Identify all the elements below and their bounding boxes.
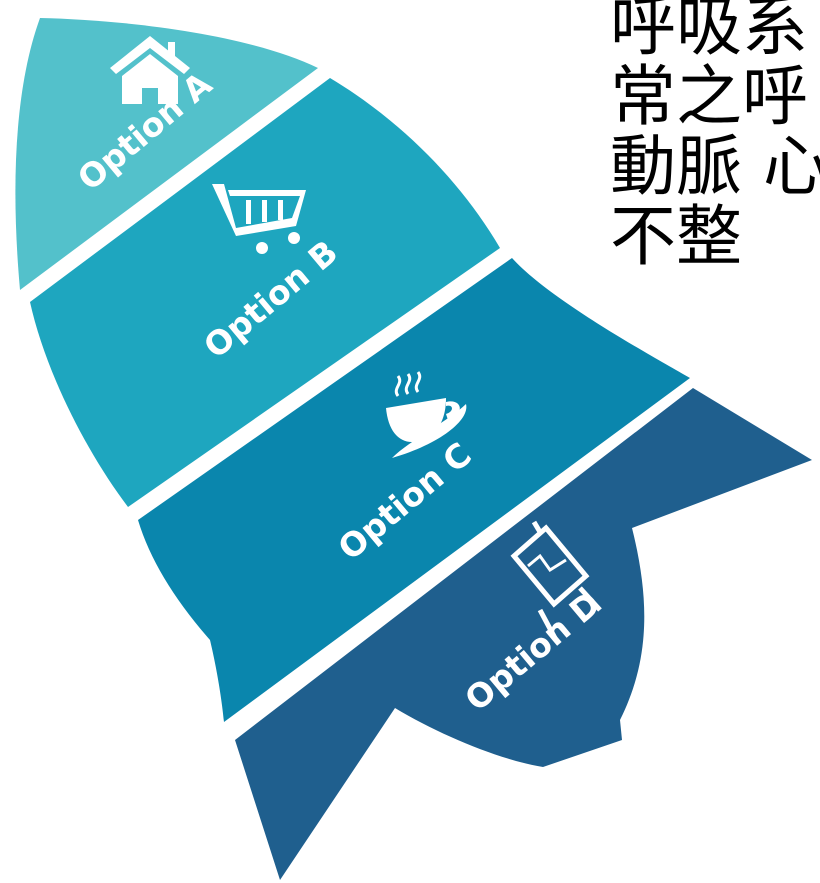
- shopping-cart-icon: [212, 184, 306, 254]
- segment-c: [138, 258, 690, 722]
- side-text-line: 呼吸系: [610, 0, 808, 65]
- side-text-block: 呼吸系 常之呼 動脈 心 不整: [610, 0, 820, 272]
- segment-a: [15, 18, 319, 290]
- side-text-line: 常之呼: [610, 58, 808, 135]
- side-text-line: 動脈 心: [610, 128, 820, 205]
- segment-b: [30, 78, 500, 507]
- coffee-cup-icon: [386, 371, 467, 458]
- segment-d: [235, 388, 812, 880]
- side-text-line: 不整: [610, 198, 742, 275]
- presentation-chart-icon: [510, 520, 602, 642]
- house-icon: [110, 36, 190, 104]
